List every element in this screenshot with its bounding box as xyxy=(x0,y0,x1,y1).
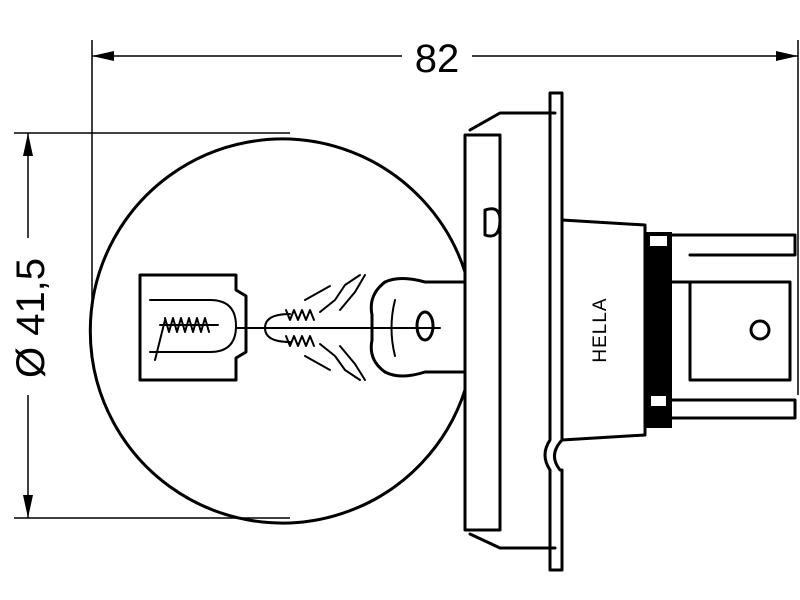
length-arrow-left xyxy=(92,51,114,61)
mounting-flange xyxy=(543,91,564,572)
shield-support xyxy=(154,319,166,361)
glass-bulb xyxy=(88,137,467,525)
bulb-base: HELLA xyxy=(463,91,797,572)
terminal-hole xyxy=(749,319,771,341)
base-notch xyxy=(483,207,502,238)
diameter-label: Ø 41,5 xyxy=(9,258,53,378)
diameter-arrow-top xyxy=(23,133,33,156)
high-beam-coil-end xyxy=(264,313,291,343)
support-wire-bottom-3 xyxy=(304,355,331,371)
filament-assembly xyxy=(138,273,467,382)
length-dimension: 82 xyxy=(91,37,799,395)
shield-cup-inner xyxy=(149,299,237,353)
ribbed-band-tab xyxy=(649,394,668,408)
length-label: 82 xyxy=(415,37,460,81)
pinch-seal-ring xyxy=(415,310,435,342)
diameter-dimension: Ø 41,5 xyxy=(9,132,290,519)
high-beam-coil-top xyxy=(285,309,315,321)
support-wire-top-2 xyxy=(339,274,366,311)
terminal-top xyxy=(670,233,797,257)
length-arrow-right xyxy=(776,51,798,61)
glass-pinch-inner xyxy=(390,299,396,357)
support-wire-top-1 xyxy=(319,274,361,313)
low-beam-coil xyxy=(164,317,210,333)
base-collar-edges xyxy=(468,111,557,550)
terminal-middle xyxy=(670,280,792,382)
base-collar xyxy=(463,133,502,532)
bulb-outline xyxy=(88,137,467,525)
support-wire-top-3 xyxy=(304,285,331,301)
diameter-arrow-bottom xyxy=(23,495,33,518)
support-wire-bottom-1 xyxy=(319,343,361,381)
shield-cup xyxy=(138,273,248,382)
high-beam-coil-bottom xyxy=(285,335,315,347)
support-wire-bottom-2 xyxy=(339,345,366,381)
hella-brand-label: HELLA xyxy=(590,297,611,362)
terminal-bottom xyxy=(670,398,797,420)
ribbed-band-highlight xyxy=(650,236,667,246)
glass-pinch xyxy=(369,277,467,378)
